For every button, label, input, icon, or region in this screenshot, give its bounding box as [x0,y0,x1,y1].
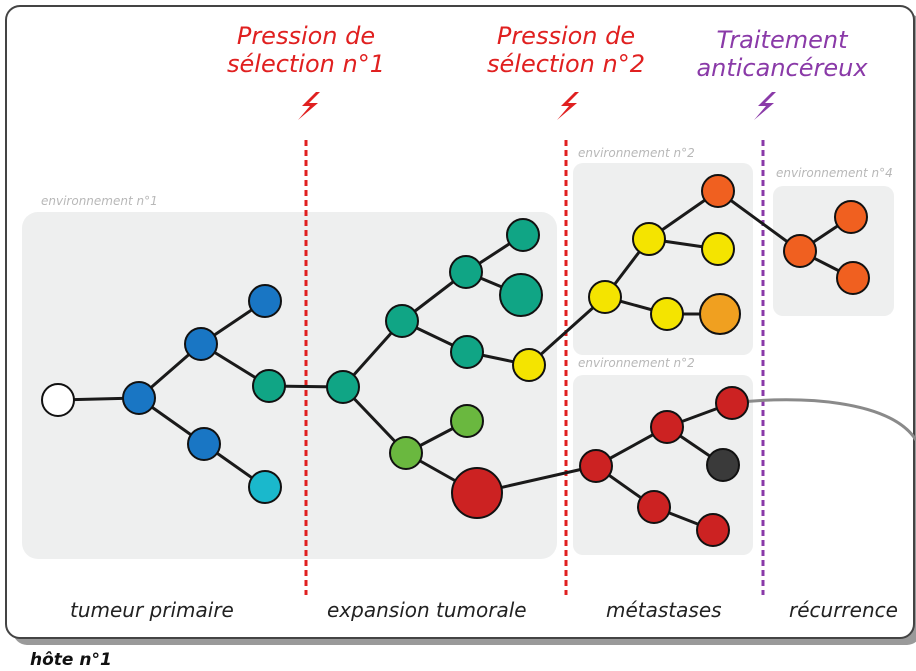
pressure-label-2: Pression de sélection n°2 [486,22,646,78]
cell-node [696,513,730,547]
environment-panel-2b [573,375,753,555]
cell-node [512,348,546,382]
cell-node [783,234,817,268]
environment-label-2a: environnement n°2 [578,146,695,160]
cell-node [715,386,749,420]
lightning-icon [298,92,320,120]
pressure-label-1-line1: Pression de [236,22,376,50]
cell-node [122,381,156,415]
pressure-label-2-line1: Pression de [496,22,636,50]
cell-node [184,327,218,361]
cell-node [836,261,870,295]
cell-node [326,370,360,404]
cell-node [632,222,666,256]
cell-node [706,448,740,482]
cell-node [450,404,484,438]
cell-node [451,467,503,519]
lightning-icon [557,92,579,120]
phase-label-recurrence: récurrence [789,598,898,622]
cell-node [699,293,741,335]
cell-node [248,284,282,318]
cell-node [650,410,684,444]
cell-node [701,174,735,208]
pressure-label-1: Pression de sélection n°1 [226,22,386,78]
cell-node [506,218,540,252]
cell-node [499,273,543,317]
cell-node [248,470,282,504]
phase-label-expansion: expansion tumorale [327,598,527,622]
cell-node [389,436,423,470]
treatment-label-line1: Traitement [716,26,848,54]
environment-label-2b: environnement n°2 [578,356,695,370]
lightning-icon [754,92,776,120]
pressure-label-1-line2: sélection n°1 [227,50,385,78]
cell-nodes [41,174,870,547]
recurrence-path [731,398,916,441]
environment-label-1: environnement n°1 [41,194,158,208]
cell-node [187,427,221,461]
treatment-label-line2: anticancéreux [696,54,868,82]
pressure-label-2-line2: sélection n°2 [487,50,645,78]
host-label: hôte n°1 [30,650,112,670]
cell-node [385,304,419,338]
phase-label-primary: tumeur primaire [70,598,234,622]
phase-label-metastases: métastases [606,598,722,622]
cell-node [588,280,622,314]
cell-node [579,449,613,483]
cell-node [449,255,483,289]
cell-node [252,369,286,403]
cell-node [650,297,684,331]
treatment-label: Traitement anticancéreux [694,26,870,82]
cell-node [701,232,735,266]
cell-node [834,200,868,234]
cell-node [41,383,75,417]
cell-node [637,490,671,524]
cell-node [450,335,484,369]
environment-label-4: environnement n°4 [776,166,893,180]
